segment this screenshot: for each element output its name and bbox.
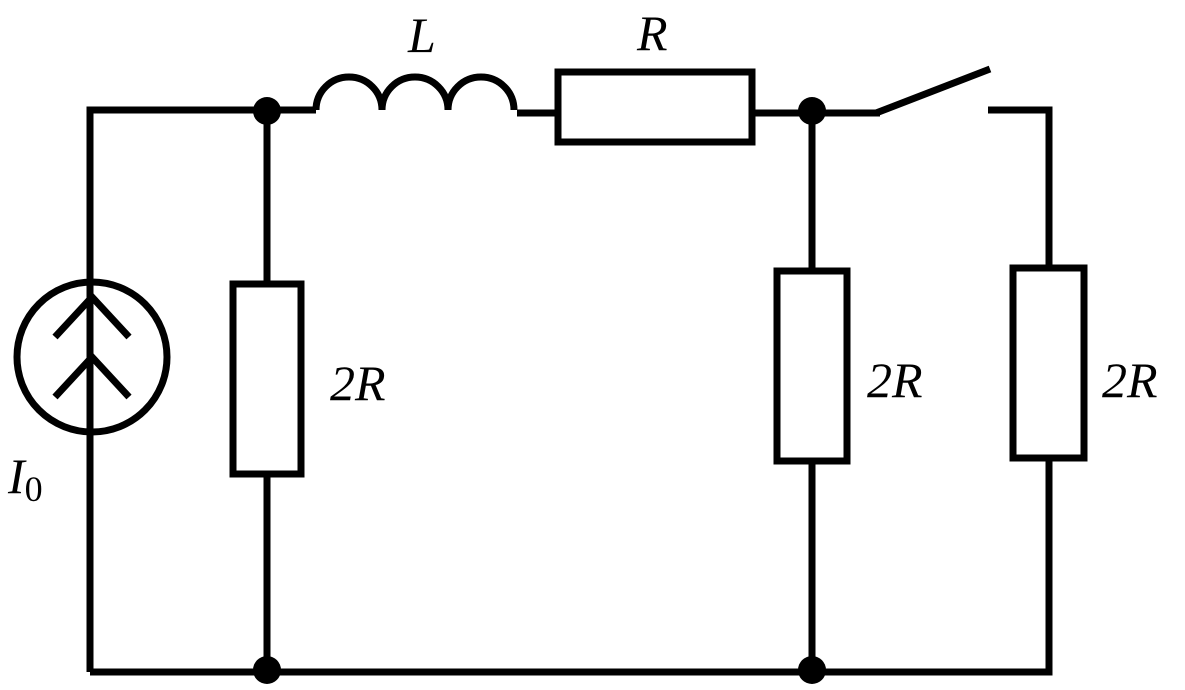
series-resistor-label: R	[636, 5, 668, 61]
junction-nodes	[253, 97, 826, 684]
resistor-left-icon	[229, 280, 305, 478]
junction-dot-icon	[798, 656, 826, 684]
series-resistor-icon	[554, 68, 756, 146]
resistor-middle-label: 2R	[867, 352, 923, 408]
junction-dot-icon	[253, 656, 281, 684]
current-source-icon	[13, 278, 171, 436]
wire-right-top	[988, 106, 1053, 268]
inductor-label: L	[407, 7, 436, 63]
wires	[86, 106, 1053, 676]
switch-blade[interactable]	[874, 65, 992, 117]
source-label: I0	[7, 448, 43, 509]
wire-bottom	[90, 458, 1053, 676]
source-label-subscript: 0	[25, 469, 43, 509]
wire-left-top	[86, 106, 316, 672]
source-label-symbol: I	[7, 448, 27, 504]
source-arrow-upper	[52, 291, 132, 340]
open-switch-icon[interactable]	[874, 65, 992, 117]
resistor-right-icon	[1009, 264, 1088, 462]
junction-dot-icon	[798, 97, 826, 125]
resistor-left-label: 2R	[330, 355, 386, 411]
source-arrow-lower	[52, 351, 132, 400]
source-circle	[13, 278, 171, 436]
resistor-middle-icon	[773, 267, 851, 465]
inductor-icon	[312, 73, 518, 111]
junction-dot-icon	[253, 97, 281, 125]
resistor-right-label: 2R	[1102, 352, 1158, 408]
